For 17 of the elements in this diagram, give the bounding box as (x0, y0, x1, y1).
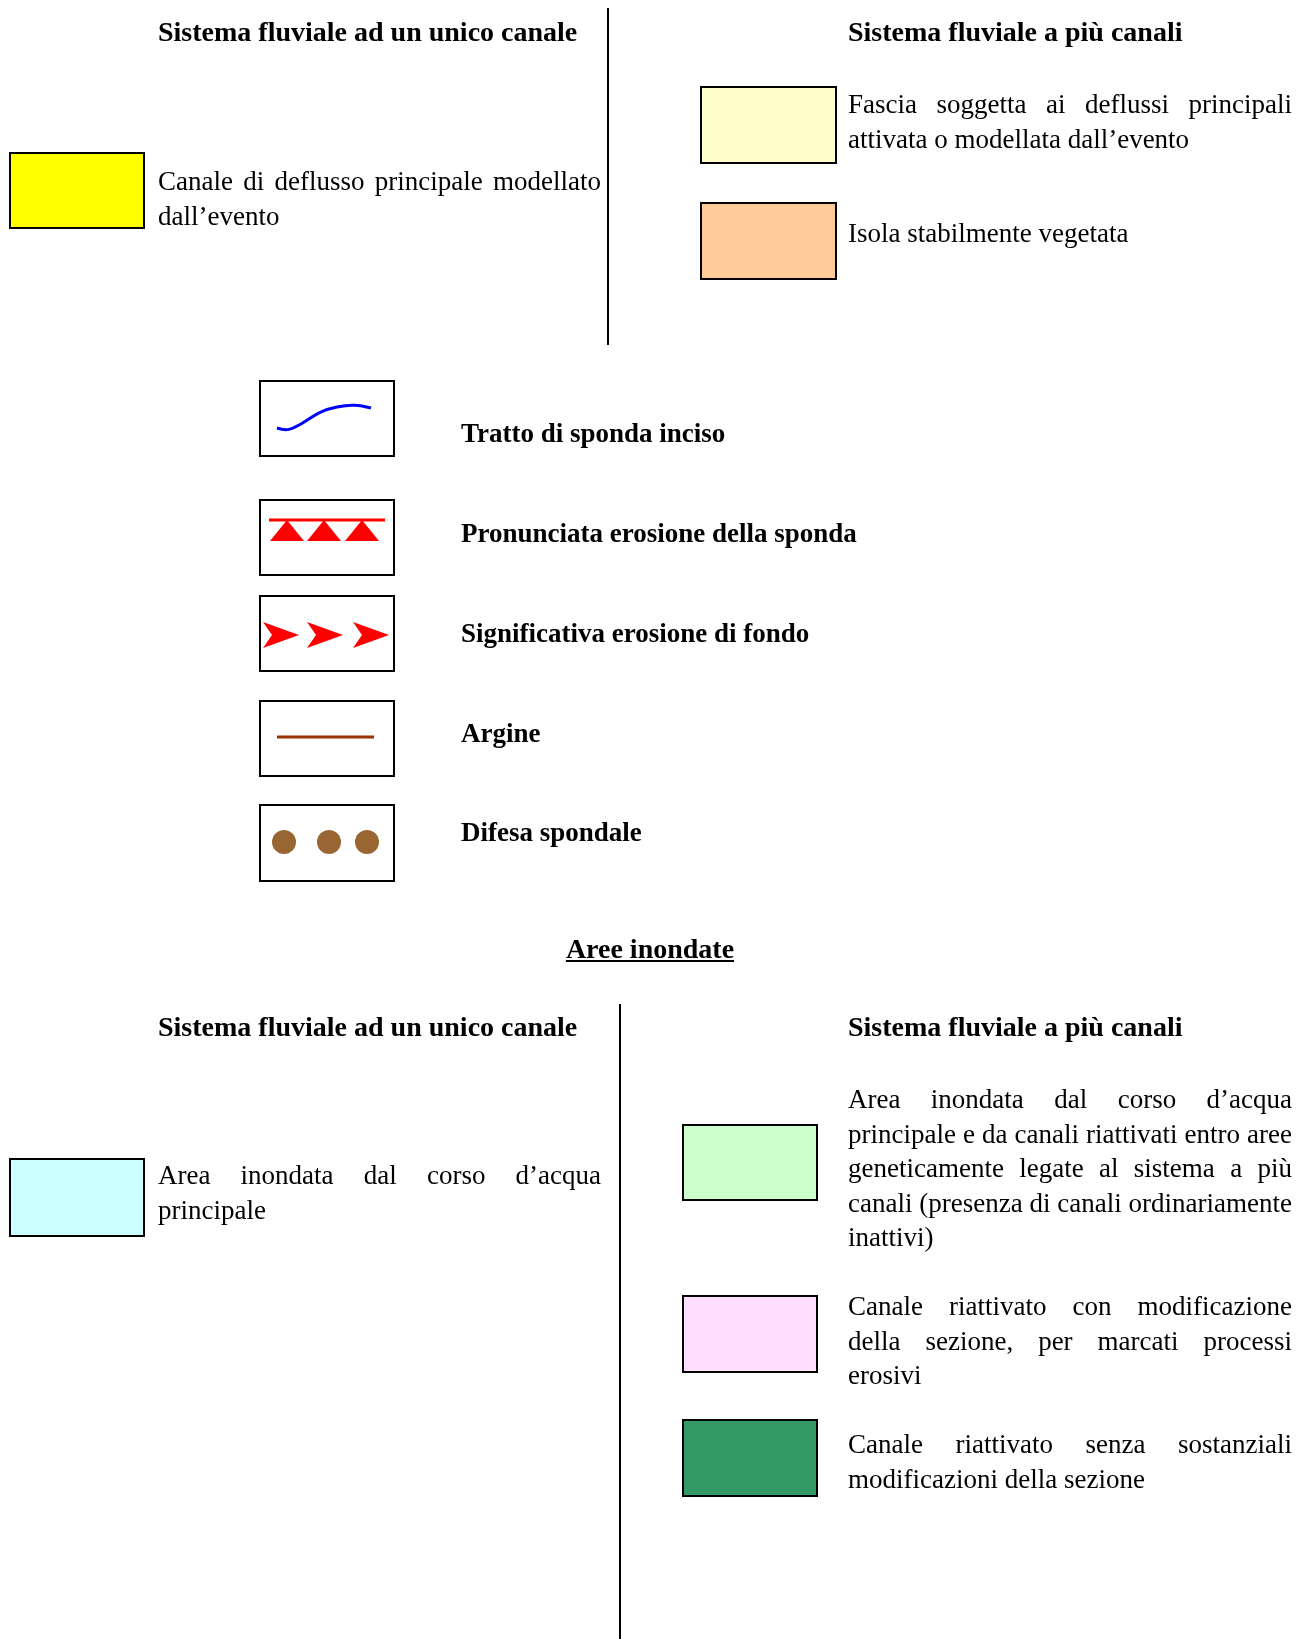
column-heading: Sistema fluviale ad un unico canale (158, 1010, 579, 1044)
legend-text: Area inondata dal corso d’acqua principale (158, 1159, 601, 1227)
column-heading: Sistema fluviale ad un unico canale (158, 15, 579, 49)
legend-text: Canale di deflusso principale modellato dall’evento (158, 165, 601, 233)
legend-text: Significativa erosione di fondo (461, 617, 811, 650)
column-heading: Sistema fluviale a più canali (848, 15, 1184, 49)
column-heading: Sistema fluviale a più canali (848, 1010, 1184, 1044)
legend-text: Isola stabilmente vegetata (848, 217, 1130, 250)
legend-text: Canale riattivato con modificazione della sezione, per marcati processi erosivi (848, 1290, 1292, 1392)
legend-text: Fascia soggetta ai deflussi principali attivata o modellata dall’evento (848, 88, 1292, 156)
section-heading: Aree inondate (564, 932, 736, 966)
legend-text: Pronunciata erosione della sponda (461, 517, 858, 550)
legend-text: Tratto di sponda inciso (461, 417, 727, 450)
legend-text: Canale riattivato senza sostanziali modificazioni della sezione (848, 1428, 1292, 1496)
legend-text: Difesa spondale (461, 816, 643, 849)
legend-text: Argine (461, 717, 542, 750)
legend-text: Area inondata dal corso d’acqua principale e da canali riattivati entro aree geneticamente legate al sistema a più canali (presenza di canali ordinariamente inattivi) (848, 1083, 1292, 1254)
